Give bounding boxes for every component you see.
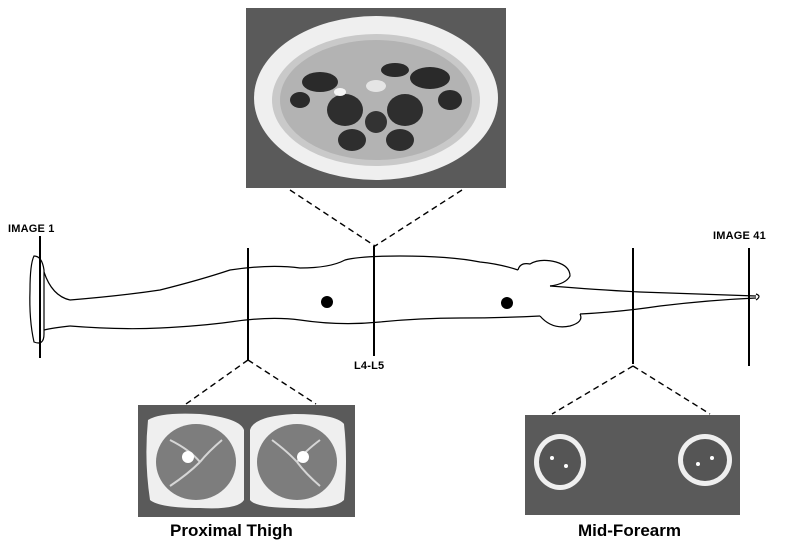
image-41-label: IMAGE 41 <box>713 230 766 242</box>
marker-dot-right <box>501 297 513 309</box>
body-outline <box>30 256 759 343</box>
forearm-mri-panel <box>525 415 740 515</box>
thigh-connector <box>186 360 316 404</box>
thigh-mri-panel <box>138 405 355 517</box>
mid-forearm-label: Mid-Forearm <box>578 521 681 541</box>
forearm-connector <box>552 366 710 414</box>
marker-dot-left <box>321 296 333 308</box>
abdomen-connector <box>290 190 462 246</box>
image-1-label: IMAGE 1 <box>8 223 55 235</box>
abdomen-mri-panel <box>246 8 506 188</box>
l4-l5-label: L4-L5 <box>354 360 384 372</box>
proximal-thigh-label: Proximal Thigh <box>170 521 293 541</box>
